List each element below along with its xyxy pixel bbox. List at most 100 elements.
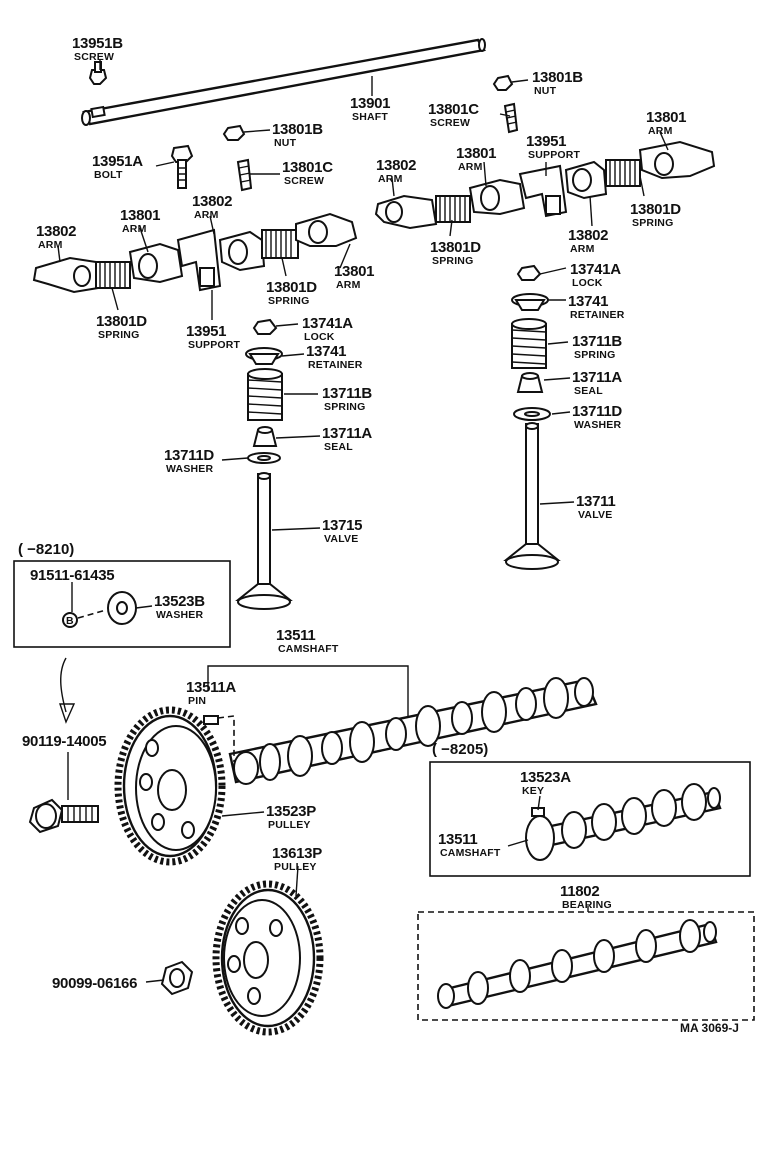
part-number: 13801D: [430, 239, 481, 256]
part-number: 13951B: [72, 35, 123, 52]
part-number: 13711B: [572, 333, 622, 350]
part-number: 13741A: [302, 315, 353, 332]
callout-labels: 13951BSCREW13901SHAFT13801BNUT13801CSCRE…: [36, 35, 687, 911]
partno-91511: 91511-61435: [30, 567, 114, 584]
down-arrow: [59, 657, 76, 724]
part-name: NUT: [534, 85, 557, 97]
part-number: 13801: [334, 263, 374, 280]
part-name: KEY: [522, 785, 544, 797]
part-name: PULLEY: [274, 861, 317, 873]
part-name: ARM: [194, 209, 219, 221]
screw-13801c-left-part: [236, 158, 253, 192]
part-number: 13802: [36, 223, 76, 240]
rocker-shaft: [81, 38, 486, 126]
part-name: SPRING: [268, 295, 309, 307]
left-valve-stack: [235, 318, 293, 610]
part-number: 13711: [576, 493, 615, 510]
part-name: ARM: [570, 243, 595, 255]
part-number: 13523A: [520, 769, 571, 786]
part-name: BOLT: [94, 169, 123, 181]
right-rocker-assembly: [374, 140, 716, 230]
part-number: 13741A: [570, 261, 621, 278]
part-number: 13802: [192, 193, 232, 210]
part-number: 13801B: [532, 69, 583, 86]
part-number: 13801: [456, 145, 496, 162]
part-name: SCREW: [430, 117, 470, 129]
part-number: 13613P: [272, 845, 322, 862]
pin-13511a-part: [203, 715, 219, 725]
part-number: 13523P: [266, 803, 316, 820]
part-number: 13801: [120, 207, 160, 224]
part-number: 13711A: [572, 369, 622, 386]
part-number: 13711B: [322, 385, 372, 402]
part-name: SUPPORT: [528, 149, 581, 161]
partno-90119: 90119-14005: [22, 733, 106, 750]
part-name: SUPPORT: [188, 339, 241, 351]
screw-13951b-part: [88, 61, 108, 85]
part-number: 13901: [350, 95, 390, 112]
part-name: SEAL: [574, 385, 603, 397]
part-name: RETAINER: [308, 359, 363, 371]
part-name: SHAFT: [352, 111, 388, 123]
part-number: 13711A: [322, 425, 372, 442]
part-number: 13951A: [92, 153, 143, 170]
part-name: ARM: [336, 279, 361, 291]
bracket-note-8205: ( −8205): [432, 741, 488, 758]
part-name: LOCK: [304, 331, 335, 343]
part-number: 13715: [322, 517, 362, 534]
part-name: LOCK: [572, 277, 603, 289]
part-name: WASHER: [166, 463, 214, 475]
part-number: 13741: [306, 343, 346, 360]
part-name: SPRING: [632, 217, 673, 229]
part-number: 13802: [568, 227, 608, 244]
part-number: 13711D: [164, 447, 214, 464]
part-name: ARM: [458, 161, 483, 173]
part-number: 13711D: [572, 403, 622, 420]
part-number: 13801D: [630, 201, 681, 218]
marker-b: B: [66, 615, 74, 627]
inset-bearing: [417, 911, 755, 1021]
left-rocker-assembly: [32, 212, 358, 294]
part-name: SPRING: [432, 255, 473, 267]
nut-13801b-left-part: [222, 124, 246, 141]
part-number: 13801D: [266, 279, 317, 296]
part-name: CAMSHAFT: [440, 847, 501, 859]
nut-90099-part: [160, 960, 194, 996]
part-name: ARM: [122, 223, 147, 235]
part-number: 13801C: [428, 101, 479, 118]
part-number: 11802: [560, 883, 599, 900]
part-name: ARM: [378, 173, 403, 185]
bracket-note-8210: ( −8210): [18, 541, 74, 558]
bolt-90119-part: [28, 798, 99, 834]
part-name: BEARING: [562, 899, 612, 911]
partno-90099: 90099-06166: [52, 975, 137, 992]
